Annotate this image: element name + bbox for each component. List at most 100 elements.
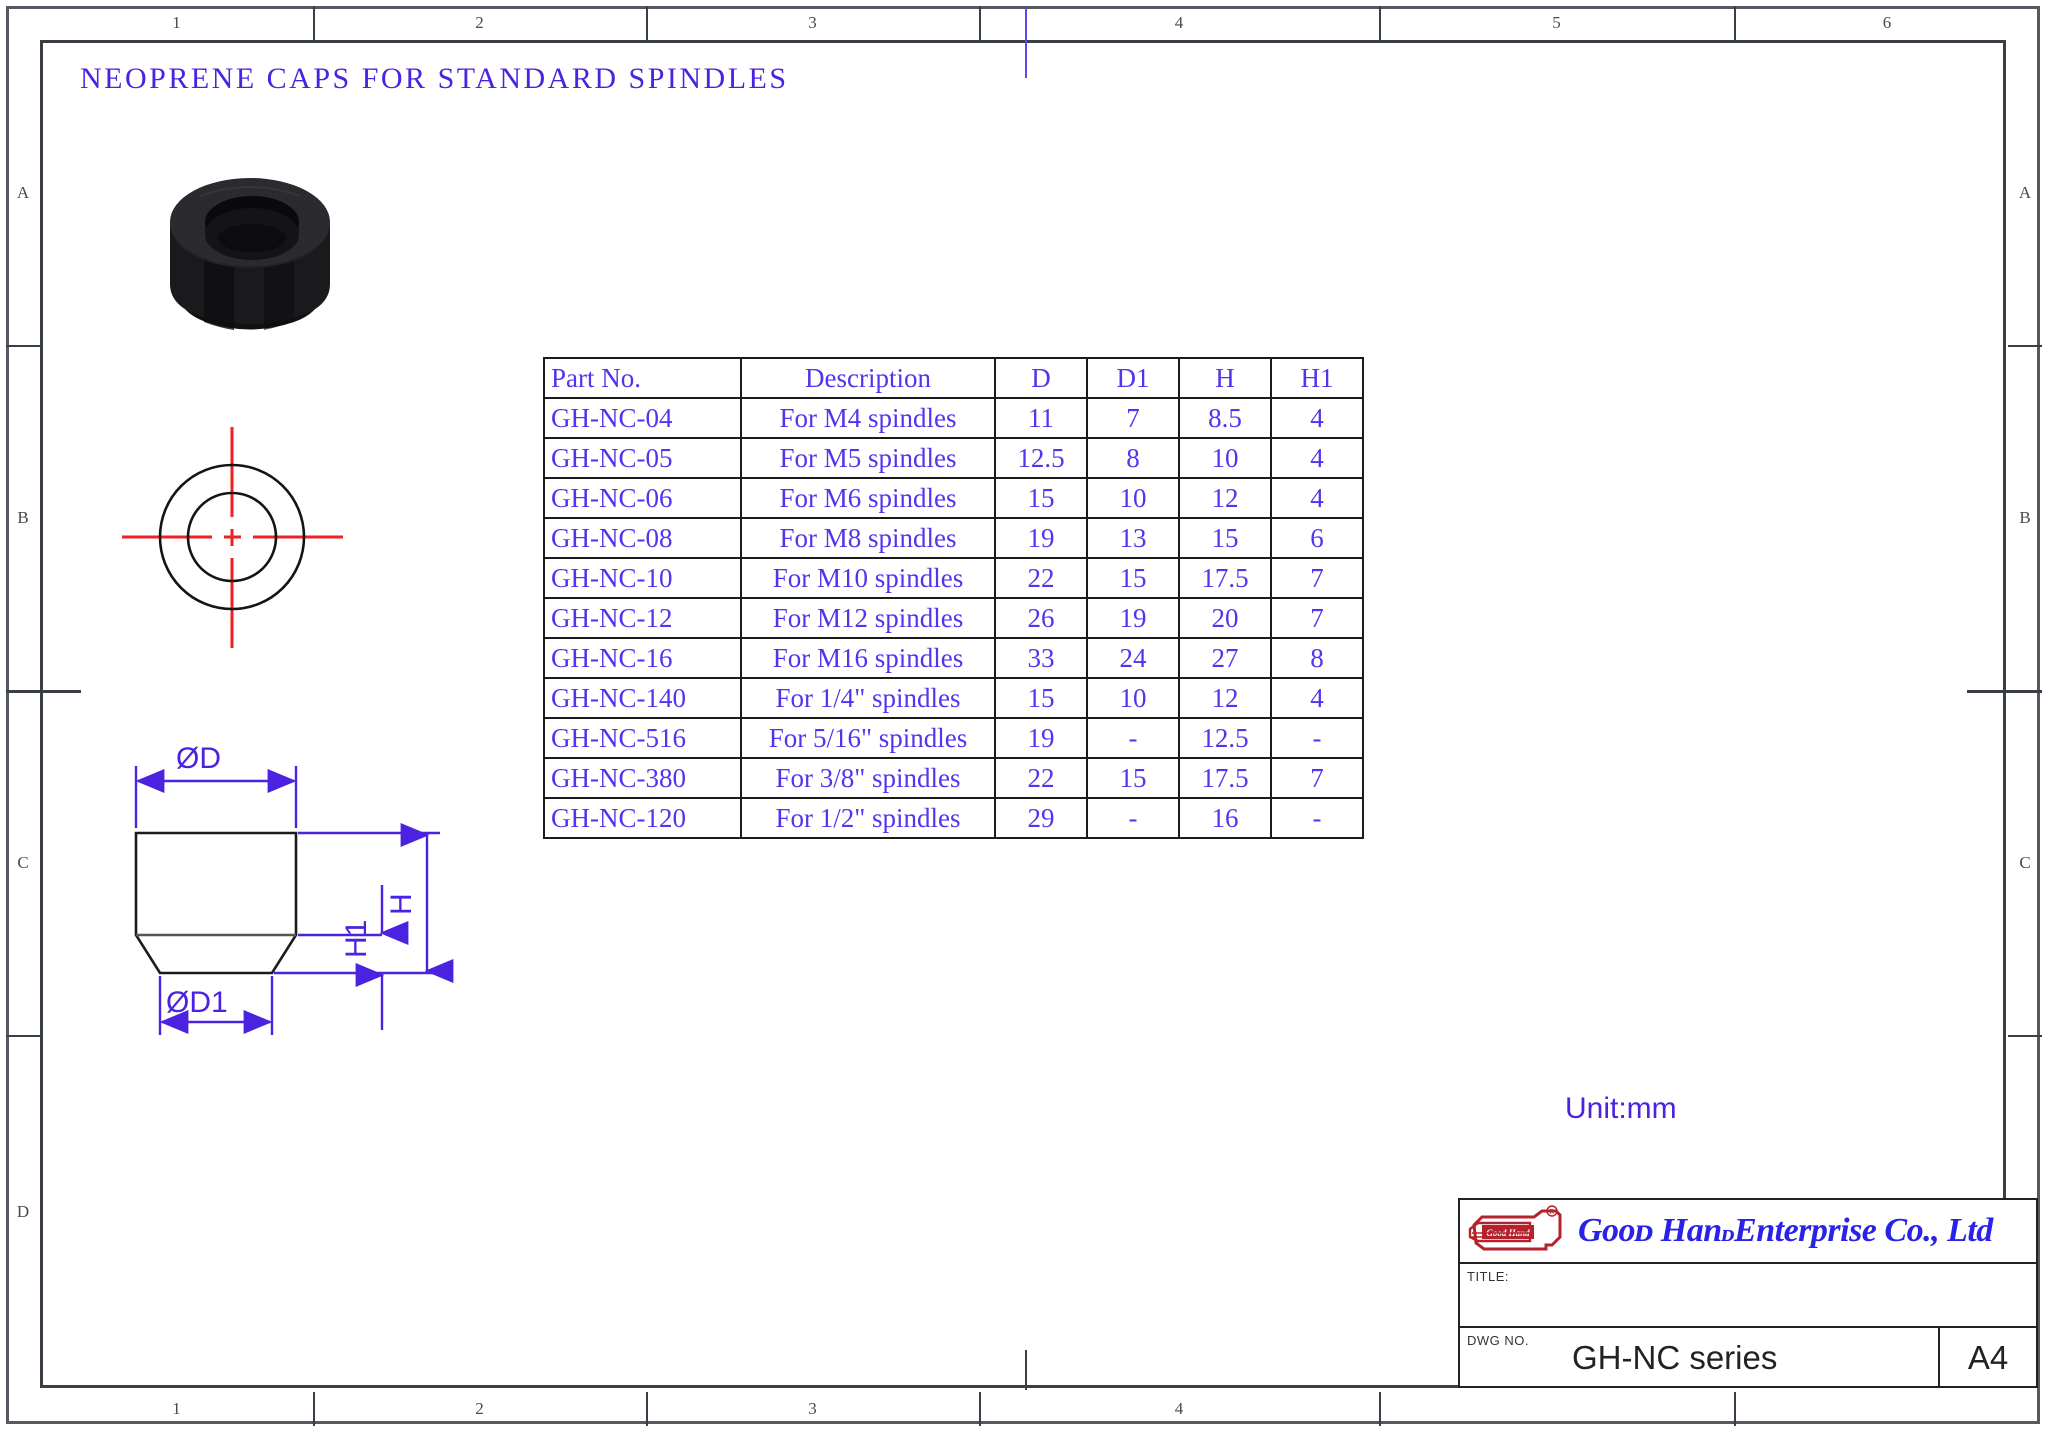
cell-h1: 4 — [1270, 677, 1364, 719]
zone-label: C — [2019, 852, 2031, 872]
zone-bottom-4: 4 — [979, 1392, 1379, 1426]
cell-d1: 7 — [1086, 397, 1180, 439]
cell-part-no: GH-NC-12 — [543, 597, 742, 639]
cell-description: For M4 spindles — [740, 397, 996, 439]
zone-label: 1 — [172, 1399, 181, 1418]
construction-line-blue — [1025, 8, 1027, 78]
cell-part-no: GH-NC-06 — [543, 477, 742, 519]
cell-part-no: GH-NC-140 — [543, 677, 742, 719]
zone-right-a: A — [2008, 40, 2042, 345]
cell-d1: 10 — [1086, 677, 1180, 719]
zone-left-b: B — [6, 345, 40, 690]
cell-h1: 7 — [1270, 757, 1364, 799]
cell-h: 12 — [1178, 677, 1272, 719]
cell-part-no: GH-NC-120 — [543, 797, 742, 839]
zone-divider — [1379, 1392, 1381, 1426]
title-block-logo-row: Good Hand R Gooᴅ HanᴅEnterprise Co., Ltd — [1460, 1200, 2036, 1264]
zone-top-5: 5 — [1379, 6, 1734, 40]
cell-description: For 1/4" spindles — [740, 677, 996, 719]
company-logo: Good Hand R — [1460, 1203, 1578, 1259]
zone-label: D — [16, 1201, 30, 1221]
cell-d1: 24 — [1086, 637, 1180, 679]
zone-divider — [6, 1035, 40, 1037]
cell-description: For 5/16" spindles — [740, 717, 996, 759]
cell-description: For 1/2" spindles — [740, 797, 996, 839]
zone-divider — [646, 6, 648, 40]
cell-h1: 7 — [1270, 557, 1364, 599]
cell-description: For M10 spindles — [740, 557, 996, 599]
cell-h: 15 — [1178, 517, 1272, 559]
cell-d1: 13 — [1086, 517, 1180, 559]
cell-h1: 4 — [1270, 437, 1364, 479]
dwg-no-cell[interactable]: DWG NO. GH-NC series — [1460, 1328, 1940, 1388]
company-name-suffix: Enterprise Co., Ltd — [1734, 1212, 1993, 1249]
cell-part-no: GH-NC-04 — [543, 397, 742, 439]
cell-h: 17.5 — [1178, 757, 1272, 799]
cell-h: 8.5 — [1178, 397, 1272, 439]
cell-h1: 4 — [1270, 397, 1364, 439]
company-name-d: ᴅ — [1721, 1221, 1735, 1247]
zone-bottom-1: 1 — [40, 1392, 313, 1426]
zone-label: A — [2018, 182, 2032, 202]
title-block-title-row[interactable]: TITLE: — [1460, 1264, 2036, 1328]
zone-label: 4 — [1174, 13, 1184, 32]
inner-border — [40, 40, 2006, 1388]
cell-d1: 8 — [1086, 437, 1180, 479]
cell-h1: 7 — [1270, 597, 1364, 639]
zone-label: 6 — [1882, 13, 1892, 32]
cell-d1: - — [1086, 797, 1180, 839]
cell-d: 15 — [994, 477, 1088, 519]
col-header-d: D — [994, 357, 1088, 399]
zone-top-3: 3 — [646, 6, 979, 40]
zone-right-b: B — [2008, 345, 2042, 690]
cell-d1: 10 — [1086, 477, 1180, 519]
zone-label: 2 — [475, 1399, 484, 1418]
top-view — [120, 425, 345, 650]
dim-label-outer-diameter: ØD — [176, 742, 221, 775]
cell-d: 22 — [994, 557, 1088, 599]
cell-h1: 8 — [1270, 637, 1364, 679]
zone-divider — [6, 345, 40, 347]
cell-description: For M12 spindles — [740, 597, 996, 639]
front-section-view: ØD ØD1 H H1 — [120, 730, 460, 1070]
dwg-no-label: DWG NO. — [1467, 1333, 1529, 1348]
zone-divider — [1734, 1392, 1736, 1426]
cell-h: 27 — [1178, 637, 1272, 679]
col-header-d1: D1 — [1086, 357, 1180, 399]
cell-d1: - — [1086, 717, 1180, 759]
cell-d: 19 — [994, 717, 1088, 759]
construction-line-bottom — [1025, 1350, 1027, 1390]
zone-divider — [2008, 345, 2042, 347]
zone-left-c: C — [6, 690, 40, 1035]
cell-description: For M8 spindles — [740, 517, 996, 559]
zone-label: 3 — [808, 13, 817, 32]
title-field-label: TITLE: — [1467, 1269, 1510, 1284]
cell-description: For M16 spindles — [740, 637, 996, 679]
cell-part-no: GH-NC-08 — [543, 517, 742, 559]
sheet-size-cell: A4 — [1967, 1339, 2009, 1376]
zone-divider — [1379, 6, 1381, 40]
zone-label: 1 — [172, 13, 181, 32]
zone-top-4: 4 — [979, 6, 1379, 40]
cell-part-no: GH-NC-10 — [543, 557, 742, 599]
zone-label: B — [17, 507, 29, 527]
col-header-part-no: Part No. — [543, 357, 742, 399]
zone-tick — [6, 690, 81, 693]
cell-part-no: GH-NC-516 — [543, 717, 742, 759]
cell-h: 20 — [1178, 597, 1272, 639]
title-block: Good Hand R Gooᴅ HanᴅEnterprise Co., Ltd… — [1458, 1198, 2038, 1388]
dim-label-height: H — [385, 893, 418, 915]
cell-description: For 3/8" spindles — [740, 757, 996, 799]
company-name: Gooᴅ HanᴅEnterprise Co., Ltd — [1578, 1212, 1993, 1250]
cell-h1: 6 — [1270, 517, 1364, 559]
cell-d: 11 — [994, 397, 1088, 439]
cell-d1: 19 — [1086, 597, 1180, 639]
